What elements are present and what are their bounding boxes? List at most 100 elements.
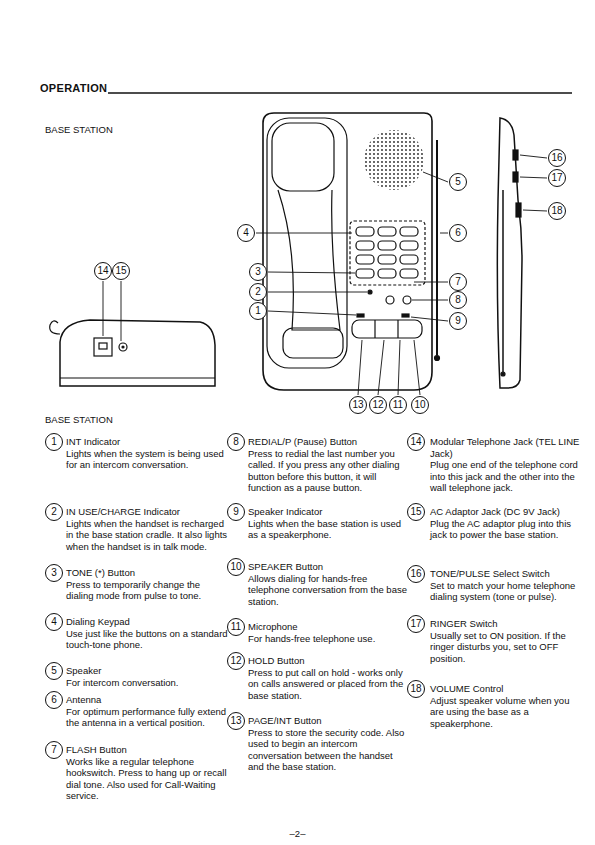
callout-circle: 14 xyxy=(94,262,112,280)
drawing-line xyxy=(267,118,347,368)
item-heading: SPEAKER Button xyxy=(248,561,410,573)
item-body: For intercom conversation. xyxy=(66,677,228,689)
drawing-line xyxy=(364,130,424,190)
description-item: HOLD ButtonPress to put call on hold - w… xyxy=(248,655,410,701)
callout-number: 18 xyxy=(410,684,421,694)
callout-number: 4 xyxy=(243,228,249,238)
drawing-line xyxy=(397,320,398,338)
callout-circle: 17 xyxy=(407,615,425,633)
item-body: Lights when the base station is used as … xyxy=(248,518,410,541)
callout-circle: 7 xyxy=(449,273,467,291)
drawing-line xyxy=(60,320,215,386)
callout-number: 16 xyxy=(551,153,562,163)
callout-number: 18 xyxy=(551,206,562,216)
callout-circle: 8 xyxy=(449,291,467,309)
drawing-line xyxy=(278,190,340,330)
callout-circle: 7 xyxy=(45,741,63,759)
item-body: Usually set to ON position. If the ringe… xyxy=(430,630,580,665)
drawing-line xyxy=(368,290,372,294)
keypad-key xyxy=(356,241,374,250)
item-heading: REDIAL/P (Pause) Button xyxy=(248,436,410,448)
callout-circle: 8 xyxy=(227,433,245,451)
drawing-line xyxy=(358,340,362,395)
drawing-line xyxy=(350,221,425,285)
drawing-line xyxy=(398,340,400,395)
callout-number: 2 xyxy=(255,287,261,297)
item-heading: RINGER Switch xyxy=(430,618,580,630)
drawing-line xyxy=(374,320,375,338)
drawing-line xyxy=(513,172,518,182)
callout-circle: 2 xyxy=(45,503,63,521)
drawing-line xyxy=(103,281,104,336)
callout-number: 11 xyxy=(231,622,241,632)
callout-number: 14 xyxy=(410,437,421,447)
callout-circle: 15 xyxy=(407,503,425,521)
item-heading: Dialing Keypad xyxy=(66,616,228,628)
drawing-line xyxy=(119,343,127,351)
callout-number: 12 xyxy=(230,656,241,666)
callout-number: 3 xyxy=(51,568,57,578)
drawing-line xyxy=(502,190,504,372)
callout-circle: 13 xyxy=(227,712,245,730)
drawing-line xyxy=(414,282,448,283)
callout-number: 5 xyxy=(51,666,57,676)
callout-circle: 6 xyxy=(45,691,63,709)
drawing-line xyxy=(352,320,422,338)
item-heading: VOLUME Control xyxy=(430,683,580,695)
item-body: Lights when the handset is recharged in … xyxy=(66,518,228,553)
drawing-line xyxy=(122,346,124,348)
drawing-line xyxy=(516,203,521,217)
callout-circle: 12 xyxy=(369,396,387,414)
callout-number: 17 xyxy=(551,173,562,183)
keypad-key xyxy=(378,241,396,250)
drawing-line xyxy=(99,343,107,349)
callout-circle: 15 xyxy=(112,262,130,280)
callout-circle: 18 xyxy=(548,202,566,220)
drawing-line xyxy=(268,292,367,293)
callout-circle: 12 xyxy=(227,652,245,670)
drawing-line xyxy=(435,356,440,361)
drawing-line xyxy=(272,123,334,191)
callout-circle: 3 xyxy=(249,263,267,281)
item-body: Works like a regular telephone hookswitc… xyxy=(66,756,228,802)
callout-circle: 4 xyxy=(237,224,255,242)
callout-number: 1 xyxy=(51,437,57,447)
callout-circle: 9 xyxy=(449,312,467,330)
callout-circle: 11 xyxy=(389,396,407,414)
description-item: IN USE/CHARGE IndicatorLights when the h… xyxy=(66,506,228,552)
section-label: BASE STATION xyxy=(45,124,113,135)
callout-circle: 14 xyxy=(407,433,425,451)
description-item: TONE (*) ButtonPress to temporarily chan… xyxy=(66,567,228,602)
item-body: Press to redial the last number you call… xyxy=(248,448,410,494)
item-heading: AC Adaptor Jack (DC 9V Jack) xyxy=(430,506,580,518)
callout-circle: 5 xyxy=(449,173,467,191)
item-heading: INT Indicator xyxy=(66,436,228,448)
callout-number: 10 xyxy=(414,400,425,410)
keypad-key xyxy=(356,255,374,264)
callout-number: 12 xyxy=(372,400,383,410)
drawing-line xyxy=(263,113,432,390)
item-heading: Microphone xyxy=(248,621,410,633)
drawing-line xyxy=(440,233,448,234)
callout-number: 13 xyxy=(230,716,241,726)
callout-circle: 2 xyxy=(249,283,267,301)
drawing xyxy=(50,93,572,395)
callout-number: 8 xyxy=(455,295,461,305)
keypad-key xyxy=(378,227,396,236)
item-body: Press to put call on hold - works only o… xyxy=(248,667,410,702)
item-body: Press to temporarily change the dialing … xyxy=(66,579,228,602)
drawing-line xyxy=(403,296,411,304)
item-heading: Speaker xyxy=(66,665,228,677)
drawing-line xyxy=(356,227,418,278)
drawing-line xyxy=(402,314,409,317)
keypad-key xyxy=(400,269,418,278)
item-heading: HOLD Button xyxy=(248,655,410,667)
description-item: MicrophoneFor hands-free telephone use. xyxy=(248,621,410,644)
description-item: VOLUME ControlAdjust speaker volume when… xyxy=(430,683,580,729)
callout-number: 5 xyxy=(455,177,461,187)
callout-circle: 18 xyxy=(407,680,425,698)
item-body: Press to store the security code. Also u… xyxy=(248,727,410,773)
callout-circle: 13 xyxy=(349,396,367,414)
callout-number: 1 xyxy=(255,306,261,316)
drawing-line xyxy=(268,272,355,273)
